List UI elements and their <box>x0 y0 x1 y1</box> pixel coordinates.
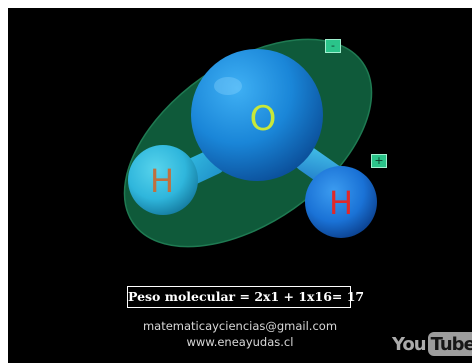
youtube-logo-you: You <box>392 333 427 355</box>
positive-charge-badge: + <box>371 154 387 168</box>
hydrogen-right-atom <box>305 166 377 238</box>
contact-email: matematicayciencias@gmail.com <box>142 319 338 333</box>
website-url: www.eneayudas.cl <box>186 335 294 349</box>
oxygen-atom <box>191 49 323 181</box>
hydrogen-left-label: H <box>150 162 174 200</box>
oxygen-highlight <box>214 77 242 95</box>
youtube-logo[interactable]: You Tube <box>392 330 472 358</box>
molecular-weight-caption: Peso molecular = 2x1 + 1x16= 17 <box>127 286 364 308</box>
hydrogen-right-label: H <box>329 184 353 222</box>
youtube-logo-tube-box: Tube <box>427 332 472 356</box>
negative-charge-badge: - <box>325 39 341 53</box>
video-frame[interactable]: O H H - + Peso molecular = 2x1 + 1x16= 1… <box>8 8 472 363</box>
hydrogen-left-atom <box>128 145 198 215</box>
youtube-logo-tube: Tube <box>430 333 472 355</box>
oxygen-label: O <box>250 99 277 139</box>
water-molecule-diagram: O H H <box>123 38 377 248</box>
